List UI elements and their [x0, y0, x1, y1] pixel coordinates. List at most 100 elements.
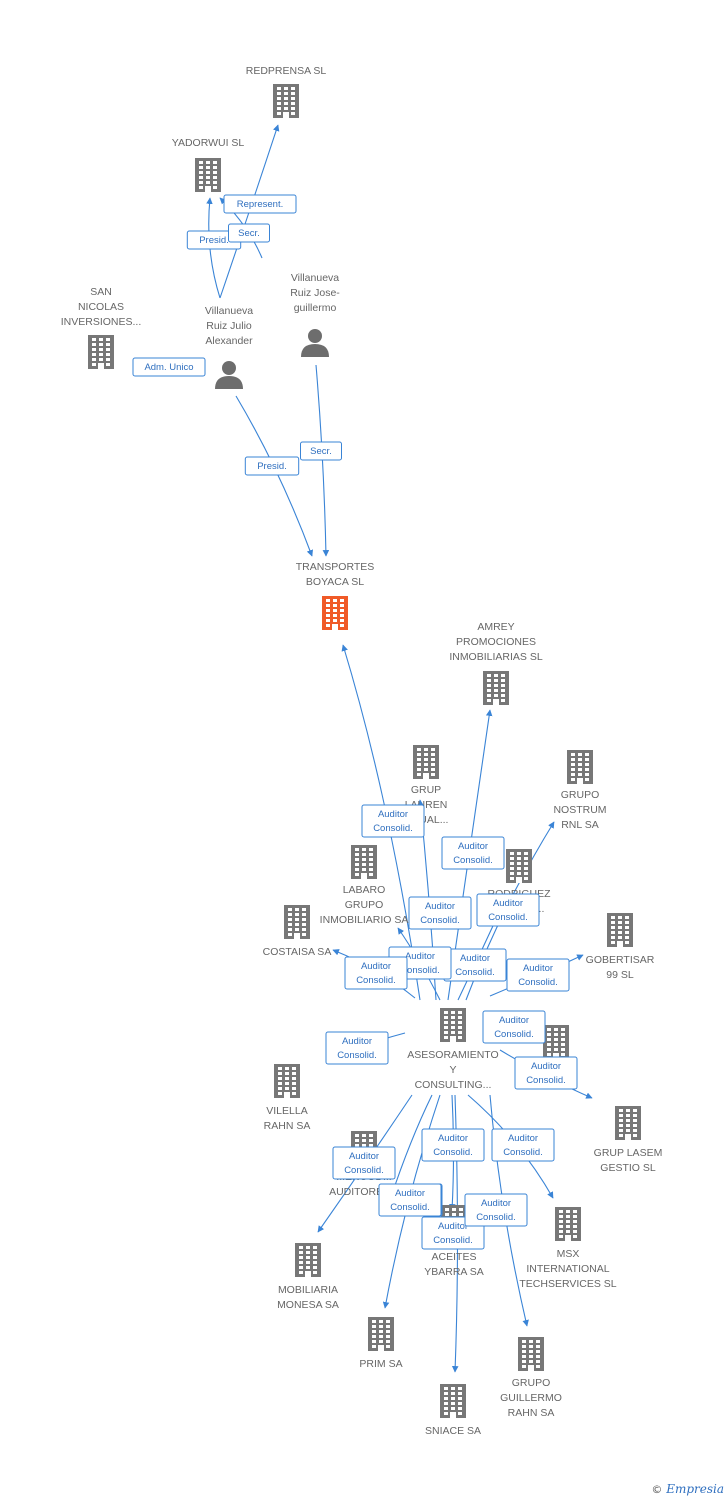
building-icon: [284, 905, 310, 939]
node-label: SAN: [90, 286, 112, 298]
building-icon: [295, 1243, 321, 1277]
node-label: YADORWUI SL: [172, 137, 245, 149]
edge-tag-box: [464, 1193, 528, 1227]
node-label: GRUPO: [561, 789, 600, 801]
node-label: Y: [449, 1064, 456, 1076]
edge-tag-box: [132, 357, 206, 377]
node-label: ASESORAMIENTO: [407, 1049, 498, 1061]
edge-tag-text: Auditor: [499, 1015, 529, 1026]
building-icon: [351, 845, 377, 879]
node-prim[interactable]: PRIM SA: [359, 1317, 403, 1370]
edge-tag-text: Consolid.: [526, 1075, 566, 1086]
edge-tag-box: [378, 1183, 442, 1217]
node-costaisa[interactable]: COSTAISA SA: [263, 905, 332, 958]
edge-tag-text: Secr.: [238, 228, 260, 239]
node-label: BOYACA SL: [306, 576, 364, 588]
node-label: RAHN SA: [264, 1120, 311, 1132]
building-icon: [543, 1025, 569, 1059]
edge-tag-box: [476, 893, 540, 927]
edge-tag-text: Consolid.: [373, 823, 413, 834]
edge-tag-text: Auditor: [458, 841, 488, 852]
node-hidden_right[interactable]: [543, 1025, 569, 1059]
edge-tag-box: [482, 1010, 546, 1044]
edge-tag-text: Consolid.: [420, 915, 460, 926]
edge-tag-text: Auditor: [493, 898, 523, 909]
node-redprensa[interactable]: REDPRENSA SL: [246, 65, 327, 118]
node-gobertisar[interactable]: GOBERTISAR 99 SL: [586, 913, 655, 981]
edge-tag-box: [506, 958, 570, 992]
node-label: NOSTRUM: [553, 804, 606, 816]
edge-tag-box: [344, 956, 408, 990]
edge-tag-text: Auditor: [395, 1188, 425, 1199]
edge-tag-text: Consolid.: [503, 1147, 543, 1158]
edge-tag-text: Consolid.: [356, 975, 396, 986]
node-label: GOBERTISAR: [586, 954, 655, 966]
node-label: YBARRA SA: [424, 1266, 484, 1278]
node-yadorwui[interactable]: YADORWUI SL: [172, 137, 245, 192]
edge-tag-text: Presid.: [199, 235, 229, 246]
edge-tag-vr_julio-to-transportes[interactable]: Presid.: [244, 456, 300, 476]
edge-tag-text: Auditor: [531, 1061, 561, 1072]
edge-tag-text: Auditor: [523, 963, 553, 974]
node-label: Villanueva: [205, 305, 253, 317]
edge-tag-box: [514, 1056, 578, 1090]
brand-logo[interactable]: © Empresia: [651, 1482, 724, 1496]
edge-tag-box: [325, 1031, 389, 1065]
edge-tag-box: [332, 1146, 396, 1180]
edge-tag-box: [491, 1128, 555, 1162]
edge-tag-box: [223, 194, 297, 214]
building-icon: [567, 750, 593, 784]
node-label: VILELLA: [266, 1105, 307, 1117]
node-vilella[interactable]: VILELLA RAHN SA: [264, 1064, 311, 1132]
node-label: GRUPO: [512, 1377, 551, 1389]
person-icon: [215, 361, 243, 389]
node-label: 99 SL: [606, 969, 634, 981]
building-icon: [607, 913, 633, 947]
edge-tag-box: [244, 456, 300, 476]
node-label: ACEITES: [432, 1251, 477, 1263]
node-san_nicolas[interactable]: SANNICOLASINVERSIONES...: [61, 286, 142, 369]
nodes-layer: REDPRENSA SL YADORWUI SL SANNICOLASINVERSI…: [61, 65, 663, 1437]
node-sniace[interactable]: SNIACE SA: [425, 1384, 481, 1437]
edge-tag-box: [228, 223, 270, 243]
edge-tag-vr_jose-to-yadorwui[interactable]: Secr.: [228, 223, 270, 243]
edge-tag-text: Auditor: [349, 1151, 379, 1162]
node-label: INMOBILIARIO SA: [320, 914, 409, 926]
node-asesoramiento[interactable]: ASESORAMIENTOYCONSULTING...: [407, 1008, 499, 1091]
edge-tag-vr_jose-to-transportes[interactable]: Secr.: [300, 441, 342, 461]
edge-tag-text: Consolid.: [455, 967, 495, 978]
edge-tag-text: Auditor: [405, 951, 435, 962]
node-label: INTERNATIONAL: [526, 1263, 609, 1275]
node-label: GRUPO: [345, 899, 384, 911]
edge-tag-vr_julio-to-redprensa[interactable]: Represent.: [223, 194, 297, 214]
building-icon: [322, 596, 348, 630]
edge-tag-vr_julio-to-san_nicolas[interactable]: Adm. Unico: [132, 357, 206, 377]
node-label: Ruiz Julio: [206, 320, 252, 332]
